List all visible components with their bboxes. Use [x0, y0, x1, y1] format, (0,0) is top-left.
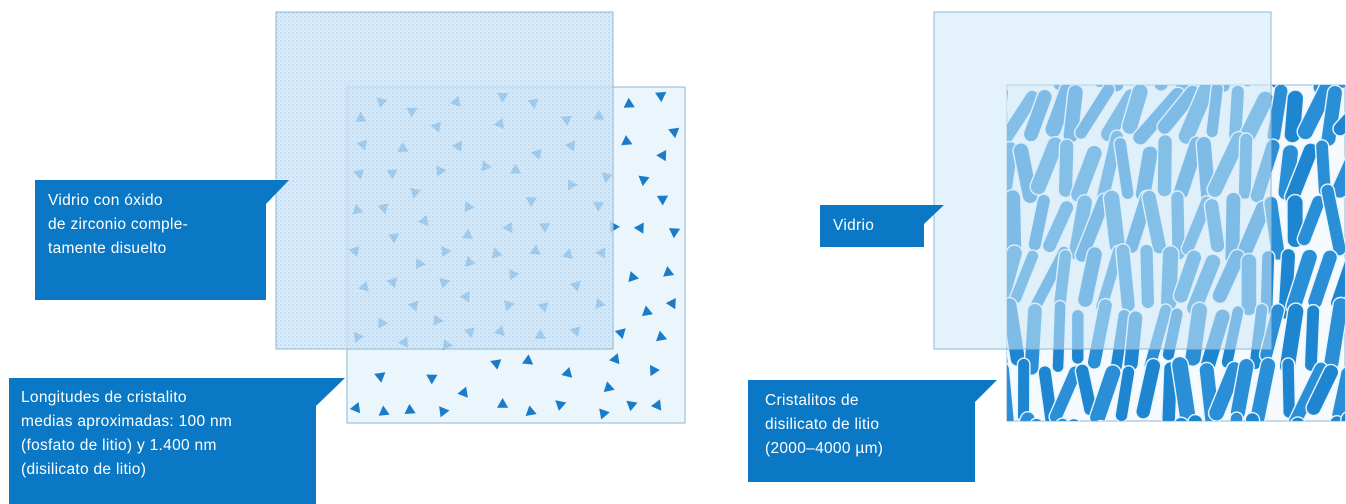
disilicate-rod: [1264, 423, 1288, 483]
left-diagram: [266, 11, 686, 424]
triangle-crystal: [374, 372, 386, 383]
callout-tail: [316, 378, 345, 406]
disilicate-rod: [1290, 29, 1313, 83]
triangle-crystal: [668, 228, 681, 239]
callout-crystallite-lengths: Longitudes de cristalito medias aproxima…: [9, 378, 316, 504]
disilicate-rod: [1108, 422, 1129, 477]
disilicate-rod: [1248, 356, 1277, 421]
disilicate-rod: [1135, 357, 1162, 420]
disilicate-rod: [1244, 411, 1271, 421]
disilicate-rod: [1084, 419, 1110, 421]
callout-line: medias aproximadas: 100 nm: [21, 413, 233, 430]
triangle-crystal: [668, 127, 680, 139]
disilicate-rod: [1088, 364, 1122, 421]
disilicate-rod: [1022, 417, 1045, 421]
callout-line: (2000–4000 µm): [765, 440, 884, 457]
callout-line: Vidrio con óxido: [48, 192, 163, 209]
disilicate-rod: [985, 423, 1003, 480]
callout-line: Vidrio: [833, 217, 875, 234]
disilicate-rod: [1335, 85, 1345, 90]
triangle-crystal: [656, 330, 668, 342]
triangle-crystal: [641, 305, 653, 317]
callout-zirconia-glass: Vidrio con óxido de zirconio comple- tam…: [35, 180, 266, 300]
disilicate-rod: [1170, 355, 1198, 421]
triangle-crystal: [649, 364, 660, 377]
disilicate-rod: [1332, 85, 1345, 137]
disilicate-rod: [1303, 303, 1321, 373]
callout-line: tamente disuelto: [48, 240, 167, 257]
disilicate-rod: [1200, 422, 1227, 482]
disilicate-rod: [1287, 416, 1307, 421]
callout-line: Cristalitos de: [765, 392, 859, 409]
disilicate-rod: [1016, 357, 1031, 421]
callout-glass: Vidrio: [820, 205, 924, 247]
triangle-crystal: [525, 405, 537, 416]
callout-tail: [266, 180, 289, 204]
disilicate-rod: [1305, 363, 1340, 417]
triangle-crystal: [665, 298, 676, 310]
callout-line: (fosfato de litio) y 1.400 nm: [21, 437, 217, 454]
triangle-crystal: [626, 400, 638, 412]
triangle-crystal: [561, 367, 573, 378]
triangle-crystal: [655, 91, 667, 103]
triangle-crystal: [426, 374, 438, 385]
triangle-crystal: [650, 399, 662, 411]
callout-tail: [924, 205, 944, 224]
disilicate-rod: [1296, 194, 1326, 247]
triangle-crystal: [522, 354, 534, 365]
disilicate-rod: [1330, 366, 1345, 421]
triangle-crystal: [656, 195, 669, 206]
zirconia-glass-square: [275, 11, 614, 350]
disilicate-rod: [1051, 417, 1070, 421]
disilicate-rod: [1065, 417, 1092, 421]
triangle-crystal: [609, 353, 620, 365]
triangle-crystal: [614, 328, 626, 340]
disilicate-rod: [1007, 410, 1036, 421]
callout-line: (disilicato de litio): [21, 461, 147, 478]
triangle-crystal: [633, 222, 644, 234]
disilicate-rod: [1300, 420, 1333, 476]
disilicate-rod: [1162, 416, 1190, 421]
triangle-crystal: [628, 271, 639, 283]
triangle-crystal: [457, 386, 468, 398]
triangle-crystal: [490, 359, 502, 370]
right-diagram: [924, 11, 1346, 483]
triangle-crystal: [638, 175, 650, 187]
disilicate-rod: [1128, 426, 1150, 480]
glass-square: [933, 11, 1272, 350]
callout-tail: [975, 380, 997, 402]
triangle-crystal: [497, 398, 509, 408]
triangle-crystal: [599, 408, 610, 420]
disilicate-rod: [1221, 411, 1244, 421]
callout-line: de zirconio comple-: [48, 216, 189, 233]
triangle-crystal: [555, 400, 567, 411]
triangle-crystal: [663, 266, 675, 277]
triangle-crystal: [439, 406, 450, 418]
callout-line: Longitudes de cristalito: [21, 389, 187, 406]
disilicate-rod: [1320, 183, 1345, 257]
disilicate-rod: [1187, 413, 1210, 421]
callout-line: disilicato de litio: [765, 416, 880, 433]
disilicate-rod: [1114, 364, 1136, 421]
triangle-crystal: [621, 135, 633, 146]
triangle-crystal: [404, 403, 416, 414]
disilicate-rod: [1269, 85, 1306, 91]
triangle-crystal: [656, 150, 667, 162]
triangle-crystal: [603, 381, 615, 393]
triangle-crystal: [623, 97, 635, 108]
disilicate-rod: [1327, 415, 1345, 421]
disilicate-rod: [1007, 361, 1016, 421]
triangle-crystal: [378, 405, 390, 416]
disilicate-rod: [1146, 421, 1172, 478]
triangle-crystal: [349, 402, 361, 414]
callout-disilicate-crystals: Cristalitos de disilicato de litio (2000…: [748, 380, 975, 482]
